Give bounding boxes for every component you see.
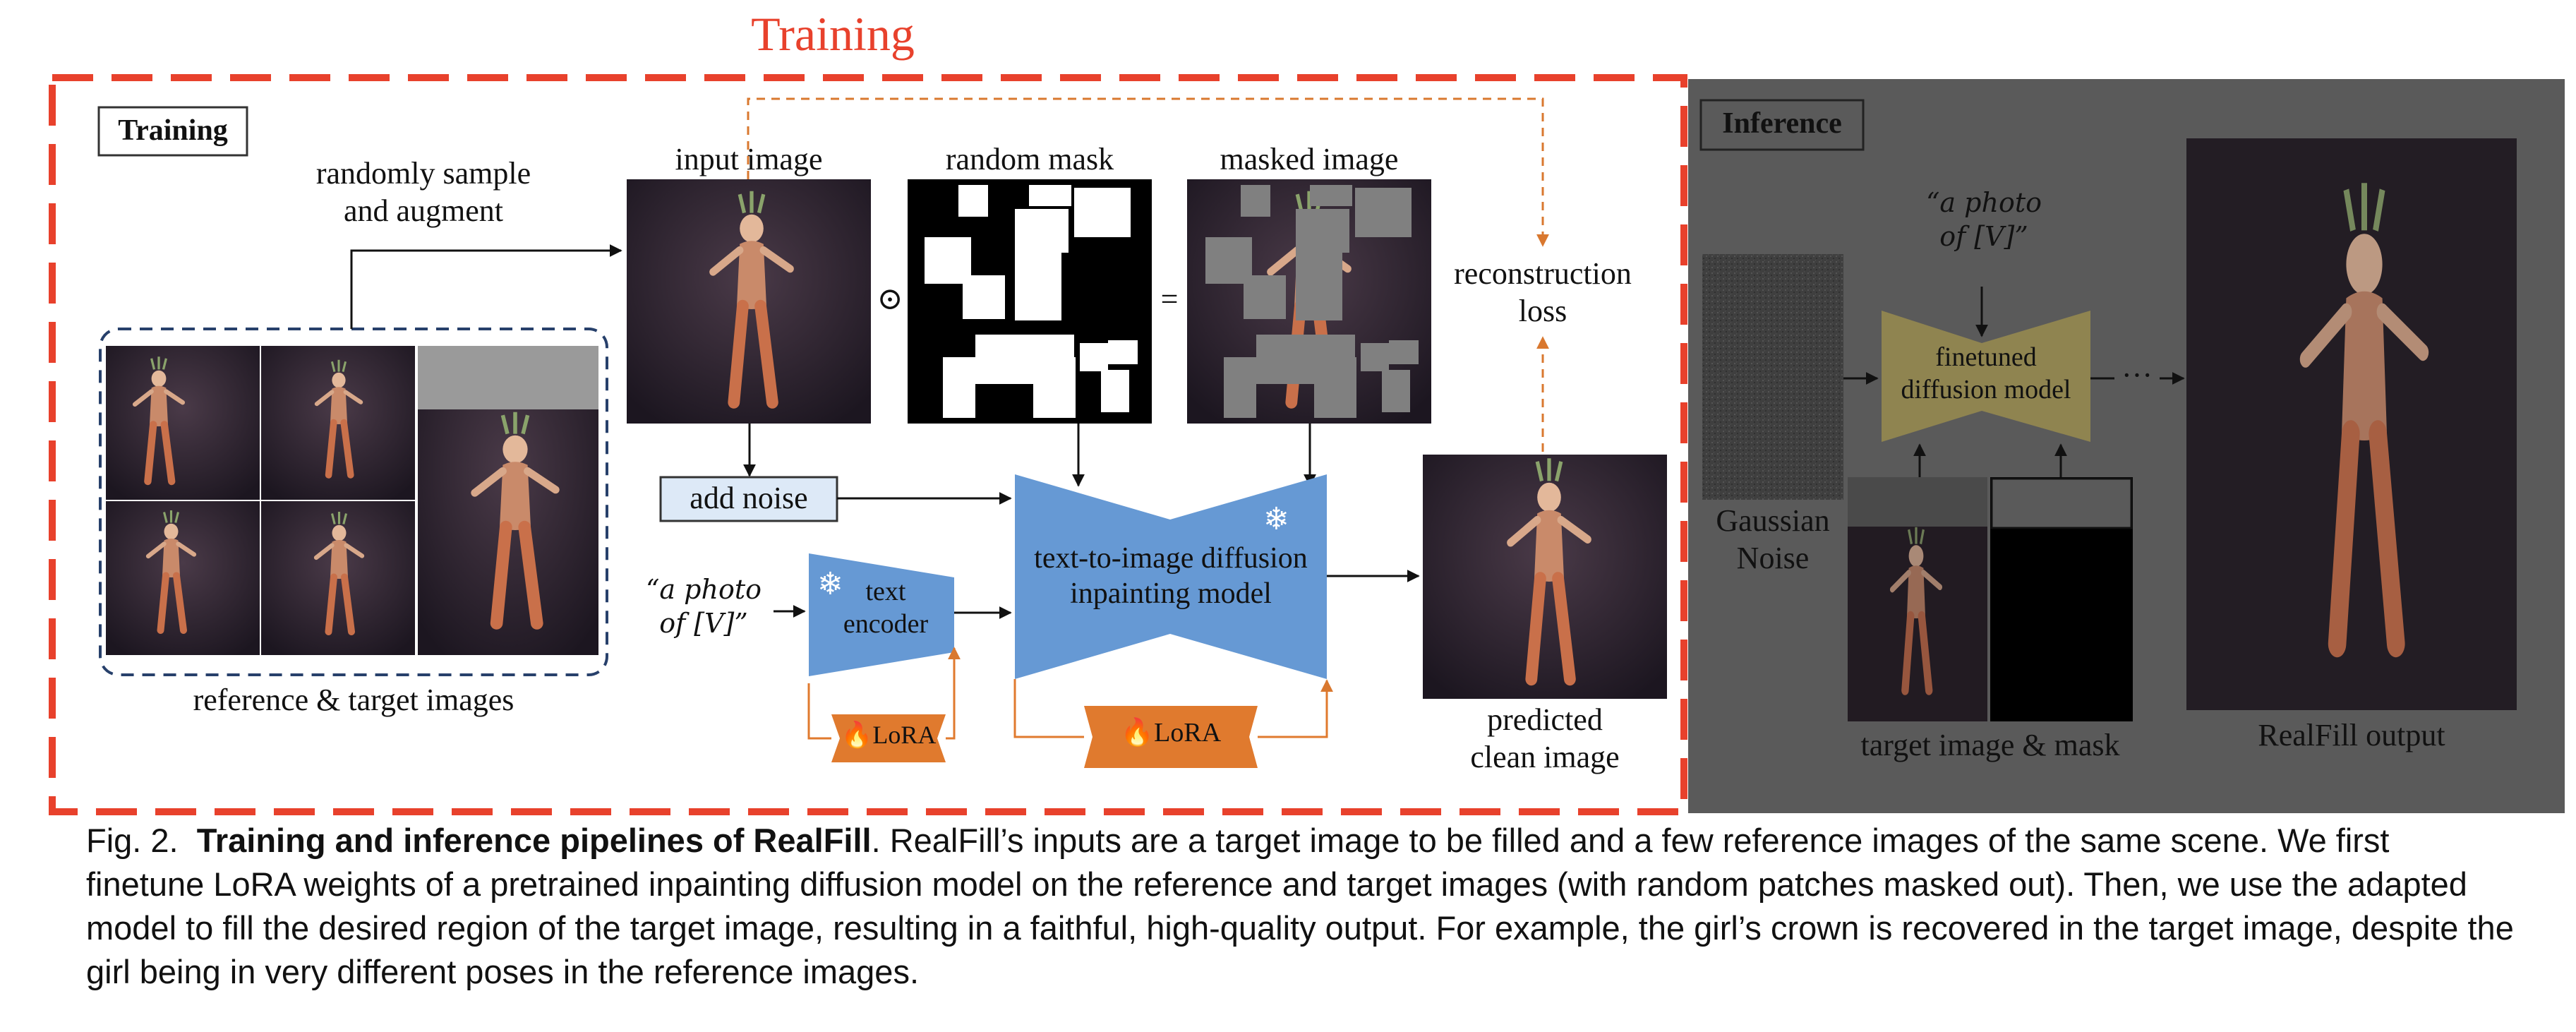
lora-diffusion-label: 🔥LoRA bbox=[1084, 717, 1258, 750]
text-encoder-shape bbox=[809, 553, 954, 676]
snowflake-icon: ❄ bbox=[1263, 502, 1289, 536]
snowflake-icon: ❄ bbox=[817, 567, 843, 601]
training-box-label: Training bbox=[118, 114, 228, 147]
input-image bbox=[627, 179, 871, 424]
lora-diffusion-shape bbox=[1084, 706, 1258, 768]
reference-group-border bbox=[99, 328, 608, 676]
equals-symbol: = bbox=[1160, 282, 1179, 316]
training-label-box bbox=[97, 106, 248, 157]
fire-icon: 🔥 bbox=[1120, 718, 1155, 748]
finetuned-model-label: finetuned diffusion model bbox=[1901, 342, 2071, 404]
add-noise-label: add noise bbox=[690, 481, 808, 515]
random-mask bbox=[908, 179, 1152, 424]
masked-image-label: masked image bbox=[1220, 142, 1399, 176]
lora-text-label: 🔥LoRA bbox=[831, 720, 946, 750]
random-mask-label: random mask bbox=[945, 142, 1114, 176]
realfill-output-label: RealFill output bbox=[2258, 718, 2445, 752]
predicted-clean-image-label: predicted clean image bbox=[1470, 702, 1620, 774]
figure-caption: Fig. 2. Training and inference pipelines… bbox=[86, 819, 2514, 994]
reference-images-label: reference & target images bbox=[193, 683, 514, 717]
lora-text: LoRA bbox=[1154, 718, 1222, 748]
training-border bbox=[49, 74, 1687, 815]
target-image bbox=[1848, 477, 1987, 721]
inference-label-box bbox=[1699, 99, 1865, 151]
gaussian-noise-image bbox=[1702, 254, 1843, 500]
inference-box-label: Inference bbox=[1722, 107, 1842, 140]
inference-dots: ··· bbox=[2121, 358, 2153, 392]
target-mask bbox=[1990, 477, 2133, 721]
input-image-label: input image bbox=[675, 142, 823, 176]
lora-text-shape bbox=[831, 714, 946, 762]
text-encoder-label: text encoder bbox=[843, 577, 929, 639]
masked-image bbox=[1187, 179, 1431, 424]
caption-text: . RealFill’s inputs are a target image t… bbox=[86, 822, 2514, 990]
caption-bold: Training and inference pipelines of Real… bbox=[196, 822, 872, 859]
realfill-output-image bbox=[2186, 138, 2517, 710]
reconstruction-loss-label: reconstruction loss bbox=[1454, 256, 1632, 328]
caption-fig: Fig. 2. bbox=[86, 822, 179, 859]
predicted-image bbox=[1423, 455, 1667, 699]
reference-images bbox=[106, 346, 598, 655]
finetuned-model-shape bbox=[1882, 311, 2090, 442]
add-noise-box bbox=[659, 476, 838, 522]
gaussian-noise-label: Gaussian Noise bbox=[1716, 503, 1830, 575]
randomly-sample-label: randomly sample and augment bbox=[315, 156, 531, 228]
target-mask-label: target image & mask bbox=[1860, 728, 2120, 762]
diffusion-model-label: text-to-image diffusion inpainting model bbox=[1034, 542, 1308, 611]
fire-icon: 🔥 bbox=[841, 721, 873, 749]
inference-prompt: “a photo of [V]” bbox=[1926, 187, 2042, 252]
odot-symbol: ⊙ bbox=[877, 282, 903, 316]
diffusion-model-shape bbox=[1015, 474, 1327, 679]
top-title: Training bbox=[751, 7, 915, 61]
lora-text: LoRA bbox=[872, 721, 937, 749]
training-prompt: “a photo of [V]” bbox=[646, 574, 762, 639]
